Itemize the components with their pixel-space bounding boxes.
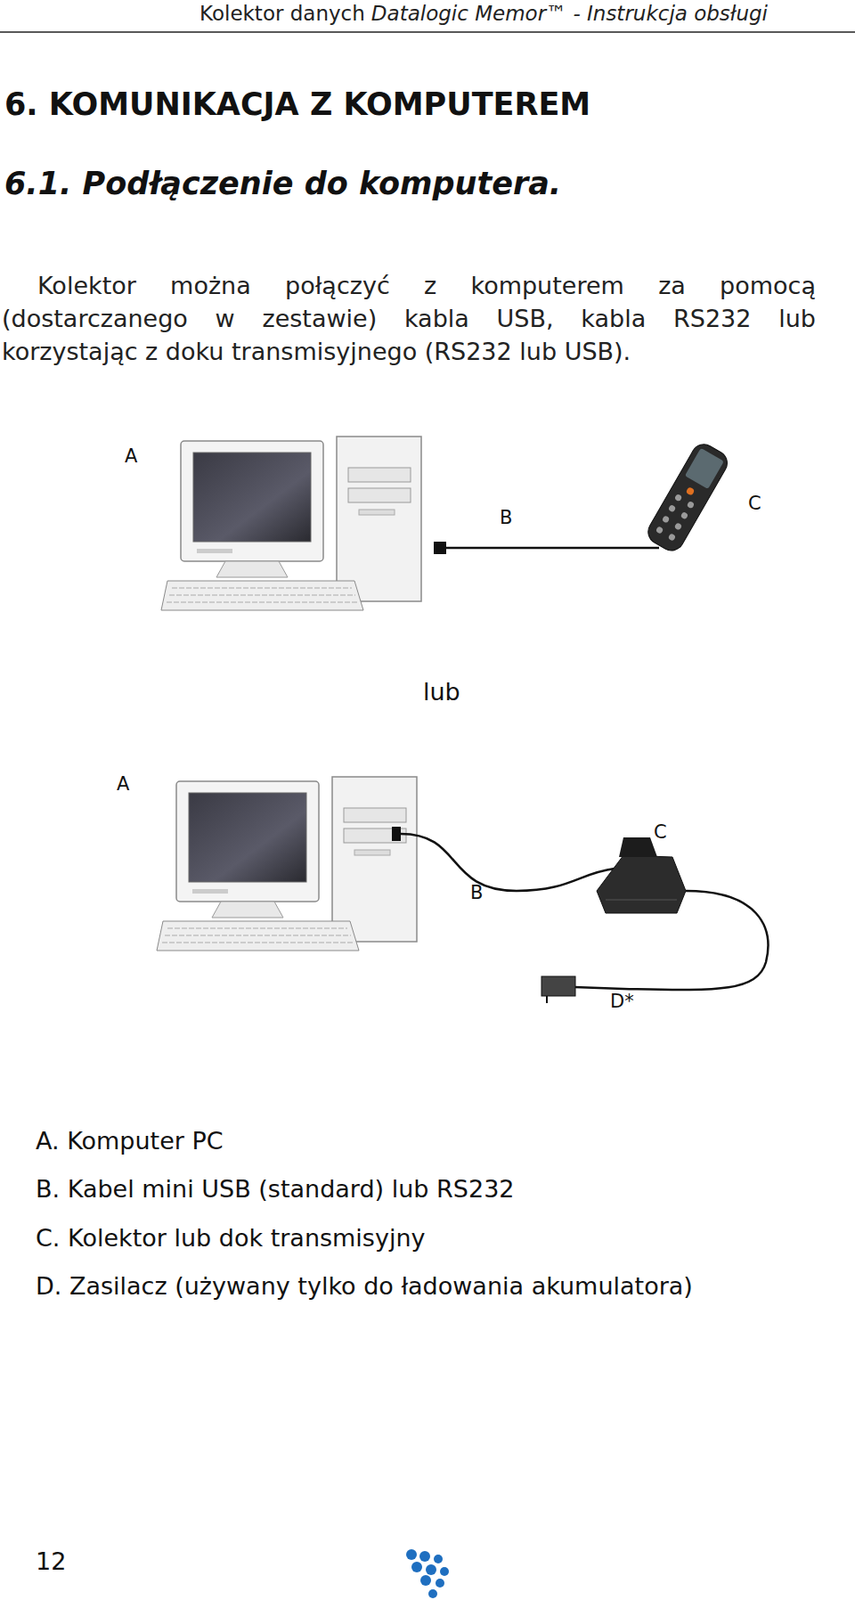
callout-letter: C [748,492,762,514]
callout-letter: C [653,821,668,843]
callout-letter: A [124,445,138,467]
legend-line: A. Komputer PC [35,1126,224,1155]
header-text: Datalogic Memor™ - Instrukcja obsługi [371,1,768,25]
legend-line: C. Kolektor lub dok transmisyjny [35,1223,426,1252]
page-number: 12 [35,1547,66,1575]
callout-letter: D* [610,990,635,1012]
legend-line: D. Zasilacz (używany tylko do ładowania … [35,1271,693,1300]
callout-letter: B [499,506,513,529]
subsection-title: 6.1. Podłączenie do komputera. [4,165,562,202]
callout-letter: B [470,881,483,904]
header-text: Kolektor danych [199,1,366,25]
callout-letter: A [116,773,130,795]
running-header: Kolektor danychDatalogic Memor™ - Instru… [199,1,768,25]
body-paragraph: Kolektor można połączyć z komputerem za … [1,268,816,368]
separator-word: lub [423,677,461,706]
legend-line: B. Kabel mini USB (standard) lub RS232 [35,1174,514,1203]
section-title: 6. KOMUNIKACJA Z KOMPUTEREM [4,86,591,123]
